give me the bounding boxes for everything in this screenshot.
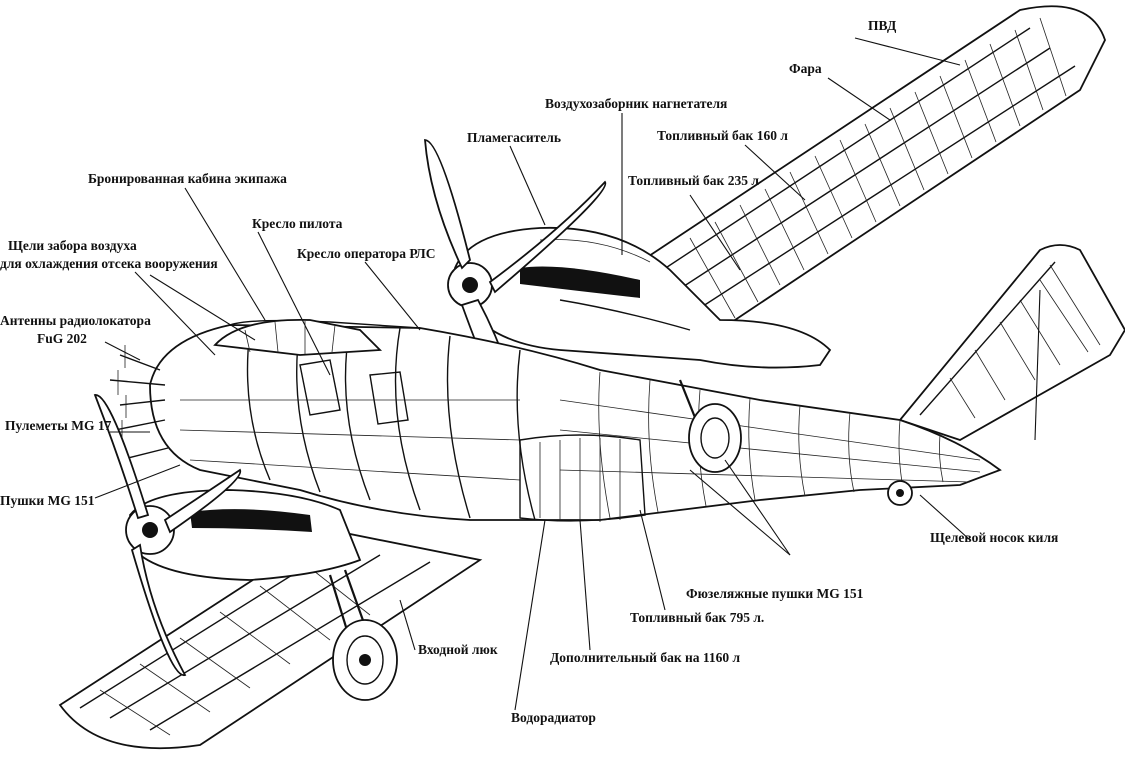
label-radar-operator-seat: Кресло оператора РЛС bbox=[297, 246, 435, 261]
left-wing bbox=[58, 529, 483, 750]
label-air-slots-1: Щели забора воздуха bbox=[8, 238, 137, 253]
label-fuel-tank-795: Топливный бак 795 л. bbox=[630, 610, 764, 625]
label-radar-antennas-2: FuG 202 bbox=[37, 331, 87, 346]
label-entry-hatch: Входной люк bbox=[418, 642, 498, 657]
label-air-intake: Воздухозаборник нагнетателя bbox=[545, 96, 727, 111]
label-pvd: ПВД bbox=[868, 18, 897, 33]
label-radar-antennas-1: Антенны радиолокатора bbox=[0, 313, 151, 328]
main-landing-gear bbox=[328, 379, 742, 701]
labels: ПВД Фара Воздухозаборник нагнетателя Пла… bbox=[0, 18, 1058, 725]
label-mg151-guns: Пушки MG 151 bbox=[0, 493, 95, 508]
label-flame-damper: Пламегаситель bbox=[467, 130, 561, 145]
right-wing bbox=[638, 5, 1106, 332]
leader-lines bbox=[94, 37, 1041, 711]
tailplane bbox=[898, 244, 1125, 441]
left-engine-nacelle bbox=[93, 394, 362, 676]
label-fin-slot: Щелевой носок киля bbox=[930, 530, 1058, 545]
label-air-slots-2: для охлаждения отсека вооружения bbox=[0, 256, 218, 271]
label-extra-tank-1160: Дополнительный бак на 1160 л bbox=[550, 650, 741, 665]
label-fara: Фара bbox=[789, 61, 822, 76]
label-mg17: Пулеметы MG 17 bbox=[5, 418, 112, 433]
label-water-radiator: Водорадиатор bbox=[511, 710, 596, 725]
label-fuel-tank-160: Топливный бак 160 л bbox=[657, 128, 788, 143]
label-fuel-tank-235: Топливный бак 235 л bbox=[628, 173, 759, 188]
label-armored-cabin: Бронированная кабина экипажа bbox=[88, 171, 287, 186]
label-fuselage-mg151: Фюзеляжные пушки MG 151 bbox=[686, 586, 864, 601]
label-pilot-seat: Кресло пилота bbox=[252, 216, 343, 231]
